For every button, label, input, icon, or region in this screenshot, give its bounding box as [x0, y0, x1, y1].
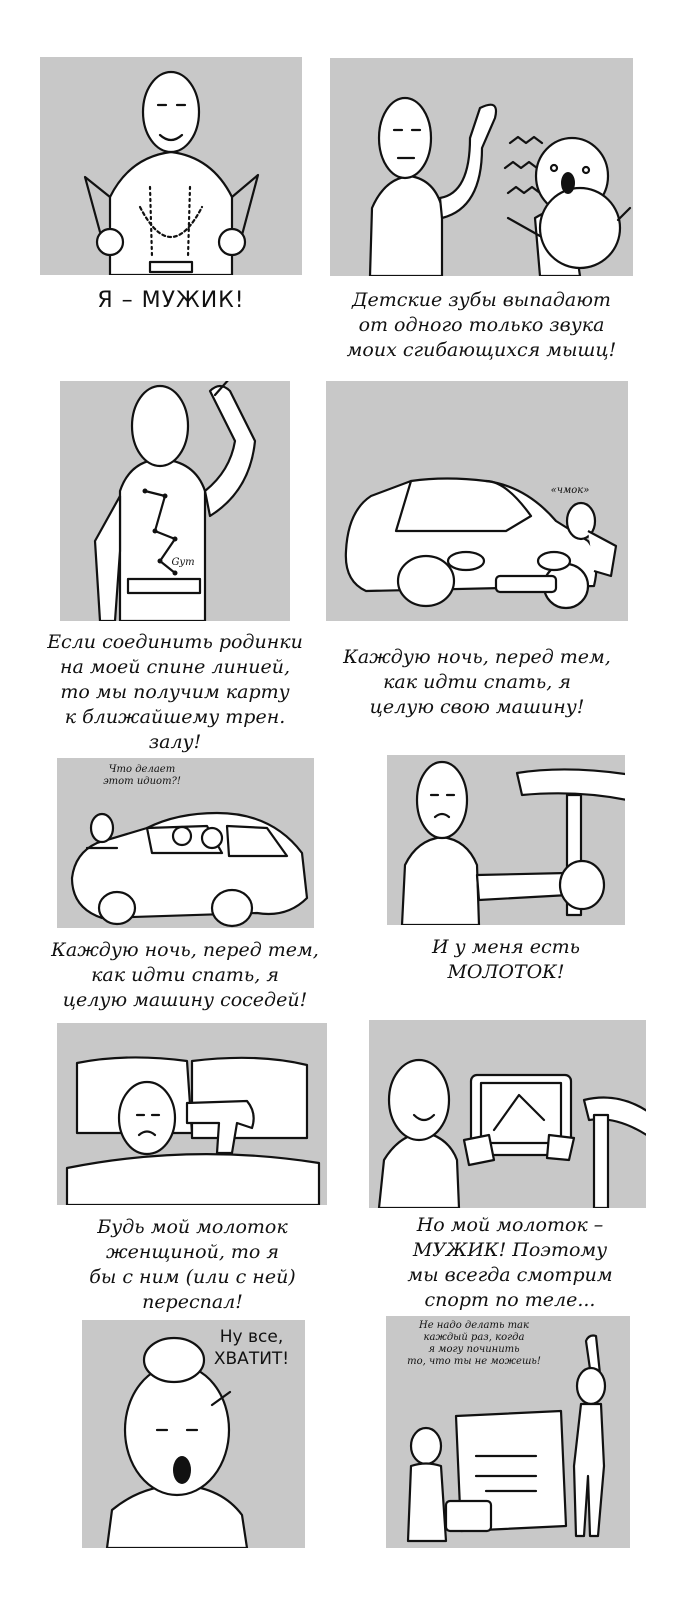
caption-panel-6: И у меня есть МОЛОТОК!: [431, 936, 581, 983]
caption-panel-3: Если соединить родинки на моей спине лин…: [47, 631, 303, 753]
comic-panel-1: [40, 57, 302, 275]
caption-panel-8: Но мой молоток – МУЖИК! Поэтому мы всегд…: [407, 1214, 613, 1311]
man-kissing-car-illustration: [344, 477, 618, 610]
man-in-bed-with-hammer-illustration: [65, 1056, 321, 1205]
comic-panel-6: [387, 755, 625, 925]
comic-panel-3: Gym: [60, 381, 290, 621]
caption-panel-4: Каждую ночь, перед тем, как идти спать, …: [343, 646, 611, 718]
neighbors-speech-bubble: Что делает этот идиот?!: [103, 764, 181, 787]
comic-panel-10: Не надо делать так каждый раз, когда я м…: [386, 1316, 630, 1548]
caption-panel-2: Детские зубы выпадают от одного только з…: [346, 289, 617, 361]
neighbors-car-illustration: [70, 811, 309, 928]
caption-panel-7: Будь мой молоток женщиной, то я бы с ним…: [89, 1216, 296, 1313]
caption-panel-1: Я – МУЖИК!: [97, 288, 245, 313]
man-with-hammer-illustration: [400, 760, 625, 925]
moles-map-back-illustration: [93, 381, 257, 621]
man-and-hammer-watching-tv-illustration: [377, 1058, 646, 1208]
wife-speech-bubble: Ну все, ХВАТИТ!: [213, 1327, 290, 1369]
wife-complaint-bubble: Не надо делать так каждый раз, когда я м…: [407, 1320, 541, 1367]
kiss-sound: «чмок»: [550, 485, 590, 496]
angry-wife-illustration: [105, 1336, 249, 1548]
comic-panel-2: [330, 58, 633, 276]
comic-panel-7: [57, 1023, 327, 1205]
gym-label: Gym: [171, 557, 195, 568]
comic-panel-5: Что делает этот идиот?!: [57, 758, 314, 928]
comic-panel-8: [369, 1020, 646, 1208]
comic-panel-9: Ну все, ХВАТИТ!: [82, 1320, 305, 1548]
wife-fixing-tv-illustration: [406, 1334, 607, 1543]
caption-panel-5: Каждую ночь, перед тем, как идти спать, …: [51, 939, 319, 1011]
man-opening-shirt-illustration: [83, 70, 260, 275]
flexing-man-and-baby-illustration: [368, 96, 632, 276]
comic-panel-4: «чмок»: [326, 381, 628, 621]
